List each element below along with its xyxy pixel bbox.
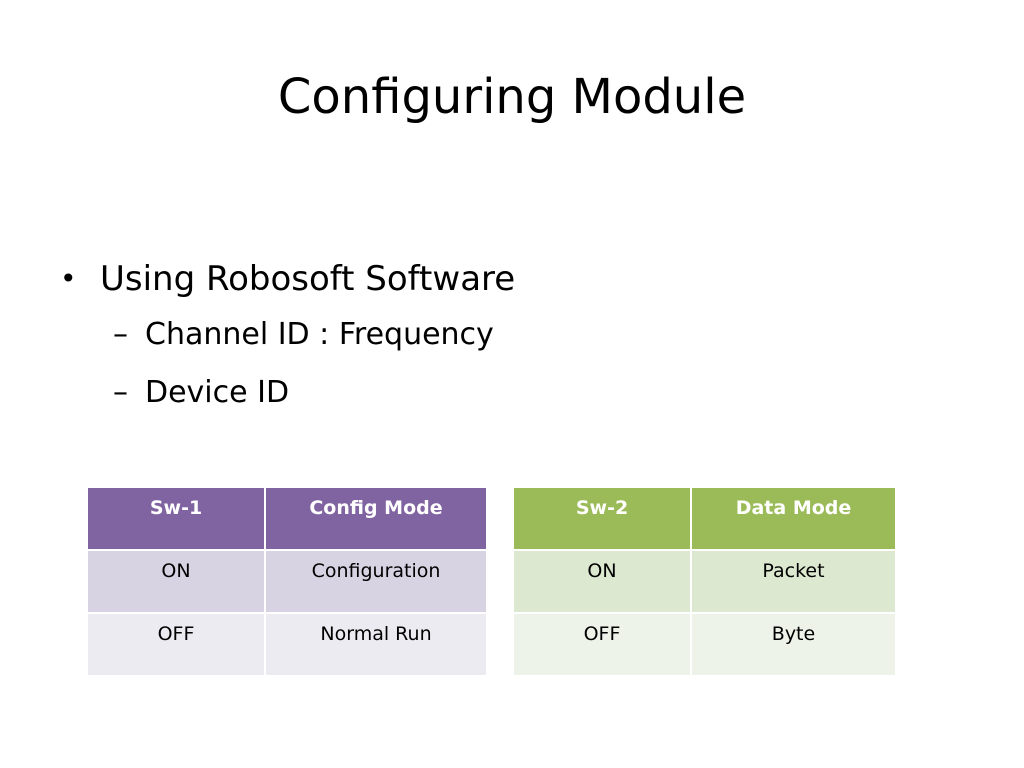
table-cell: ON — [86, 549, 266, 614]
sub-bullet-item: – Channel ID : Frequency — [60, 306, 515, 364]
dash-icon: – — [113, 317, 128, 352]
sub-bullet-container: – Channel ID : Frequency – Device ID — [60, 306, 515, 422]
bullet-list: • Using Robosoft Software – Channel ID :… — [60, 252, 515, 422]
bullet-item: • Using Robosoft Software — [60, 252, 515, 306]
table-row: OFF Byte — [512, 612, 897, 677]
sw1-config-table: Sw-1 Config Mode ON Configuration OFF No… — [86, 486, 488, 677]
table-cell: Packet — [690, 549, 897, 614]
table-header-row: Sw-2 Data Mode — [512, 486, 897, 551]
table-cell: Configuration — [264, 549, 488, 614]
table-cell: OFF — [512, 612, 692, 677]
table-row: OFF Normal Run — [86, 612, 488, 677]
table-cell: OFF — [86, 612, 266, 677]
table-header-cell: Config Mode — [264, 486, 488, 551]
slide-title: Configuring Module — [277, 69, 747, 125]
table-row: ON Packet — [512, 549, 897, 614]
table-row: ON Configuration — [86, 549, 488, 614]
table-cell: Byte — [690, 612, 897, 677]
sub-bullet-text: Device ID — [145, 375, 290, 410]
table-header-cell: Sw-1 — [86, 486, 266, 551]
sub-bullet-text: Channel ID : Frequency — [145, 317, 494, 352]
table-header-cell: Data Mode — [690, 486, 897, 551]
table-header-cell: Sw-2 — [512, 486, 692, 551]
sub-bullet-list: – Channel ID : Frequency – Device ID — [60, 306, 515, 422]
sw2-data-table: Sw-2 Data Mode ON Packet OFF Byte — [512, 486, 897, 677]
table-header-row: Sw-1 Config Mode — [86, 486, 488, 551]
dash-icon: – — [113, 375, 128, 410]
bullet-text: Using Robosoft Software — [100, 259, 516, 299]
bullet-dot-icon: • — [60, 262, 77, 295]
sub-bullet-item: – Device ID — [60, 364, 515, 422]
table-cell: Normal Run — [264, 612, 488, 677]
table-cell: ON — [512, 549, 692, 614]
